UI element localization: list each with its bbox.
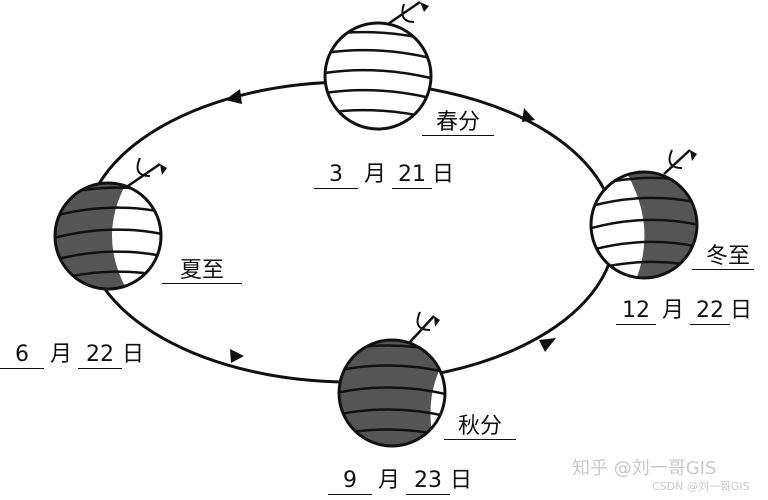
orbit-arrow-bottom-right [539, 338, 556, 352]
orbit-path [83, 80, 617, 384]
winter-month-value: 12 [616, 298, 656, 325]
earth-summer-solstice [53, 157, 167, 291]
orbit-arrow-top-left [225, 89, 242, 104]
spring-day-value: 21 [392, 162, 433, 189]
earth-spring-equinox [323, 0, 433, 131]
earth-autumn-equinox [337, 311, 447, 448]
autumn-month-value: 9 [328, 468, 372, 495]
orbit-arrow-top-right [522, 108, 535, 122]
summer-day-value: 22 [78, 342, 123, 369]
orbit-arrow-bottom-left [230, 349, 244, 363]
label-autumn-equinox-name: 秋分 [444, 414, 517, 440]
watermark-zhihu: 知乎 @刘一哥GIS [572, 458, 717, 479]
label-summer-solstice-name: 夏至 [162, 258, 243, 284]
watermark-csdn: CSDN @刘一哥GIS [652, 480, 750, 493]
label-spring-equinox-name: 春分 [422, 110, 495, 136]
winter-day-value: 22 [690, 298, 731, 325]
label-winter-solstice-name: 冬至 [692, 244, 755, 270]
spring-month-value: 3 [314, 162, 358, 189]
summer-month-value: 6 [0, 342, 44, 369]
autumn-day-value: 23 [406, 468, 451, 495]
